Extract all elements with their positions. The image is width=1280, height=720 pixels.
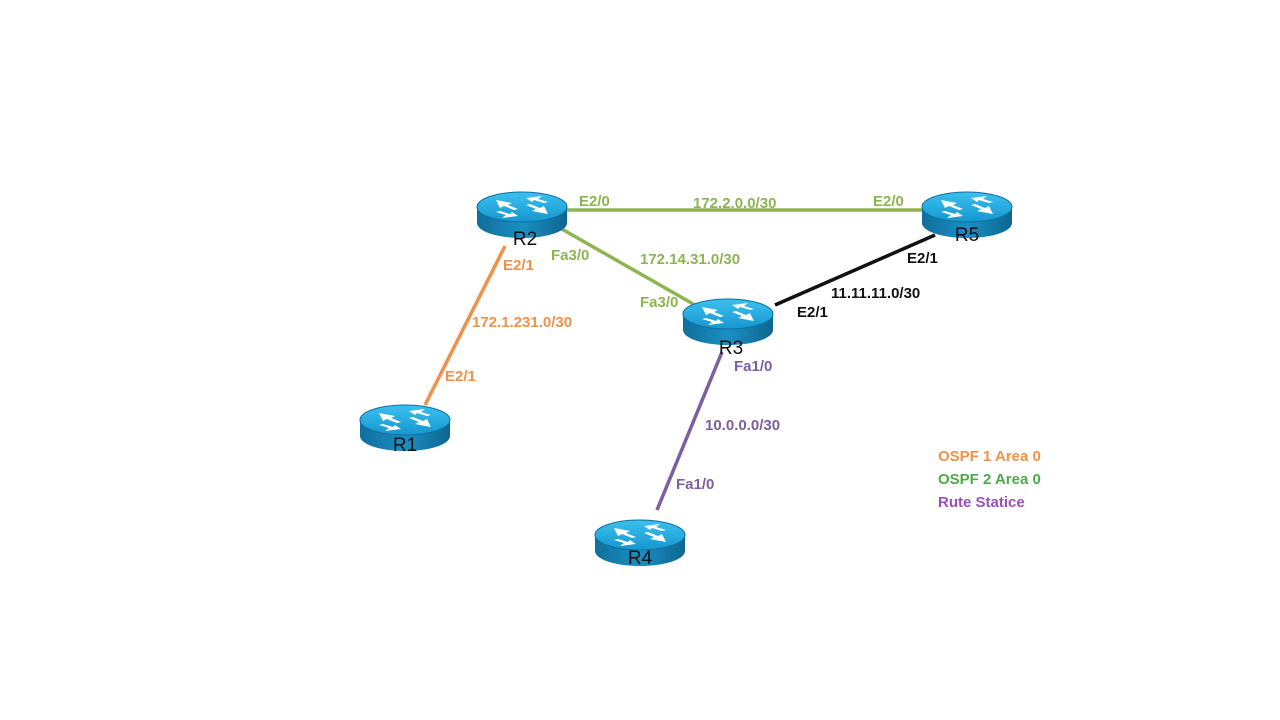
legend: OSPF 1 Area 0 OSPF 2 Area 0 Rute Statice [938, 445, 1041, 514]
link-r3-r4 [655, 351, 724, 511]
router-r2[interactable]: R2 [476, 191, 568, 250]
r2-fa30-interface-label: Fa3/0 [551, 247, 589, 264]
r2-e20-interface-label: E2/0 [579, 193, 610, 210]
r2-r5-network-label: 172.2.0.0/30 [693, 195, 776, 212]
legend-static: Rute Statice [938, 494, 1025, 511]
r3-fa10-interface-label: Fa1/0 [734, 358, 772, 375]
router-r1[interactable]: R1 [359, 404, 451, 456]
router-label: R4 [628, 548, 653, 569]
router-r5[interactable]: R5 [921, 191, 1013, 246]
r3-fa30-interface-label: Fa3/0 [640, 294, 678, 311]
router-label: R5 [955, 225, 979, 246]
r5-e20-interface-label: E2/0 [873, 193, 904, 210]
legend-ospf1: OSPF 1 Area 0 [938, 448, 1041, 465]
router-label: R3 [719, 338, 743, 359]
r1-r2-network-label: 172.1.231.0/30 [472, 314, 572, 331]
link-r3-r5 [774, 233, 936, 307]
router-label: R1 [393, 435, 417, 456]
r2-r3-network-label: 172.14.31.0/30 [640, 251, 740, 268]
router-label: R2 [513, 229, 537, 250]
r1-e21-interface-label: E2/1 [445, 368, 476, 385]
link-r1-r2 [423, 245, 507, 406]
router-r4[interactable]: R4 [594, 519, 686, 569]
links [423, 208, 936, 511]
r4-fa10-interface-label: Fa1/0 [676, 476, 714, 493]
link-r2-r3 [559, 226, 696, 307]
r5-e21-interface-label: E2/1 [907, 250, 938, 267]
legend-ospf2: OSPF 2 Area 0 [938, 471, 1041, 488]
router-r3[interactable]: R3 [682, 298, 774, 359]
r3-r5-network-label: 11.11.11.0/30 [831, 285, 920, 302]
r2-e21-interface-label: E2/1 [503, 257, 534, 274]
r3-r4-network-label: 10.0.0.0/30 [705, 417, 780, 434]
r3-e21-interface-label: E2/1 [797, 304, 828, 321]
